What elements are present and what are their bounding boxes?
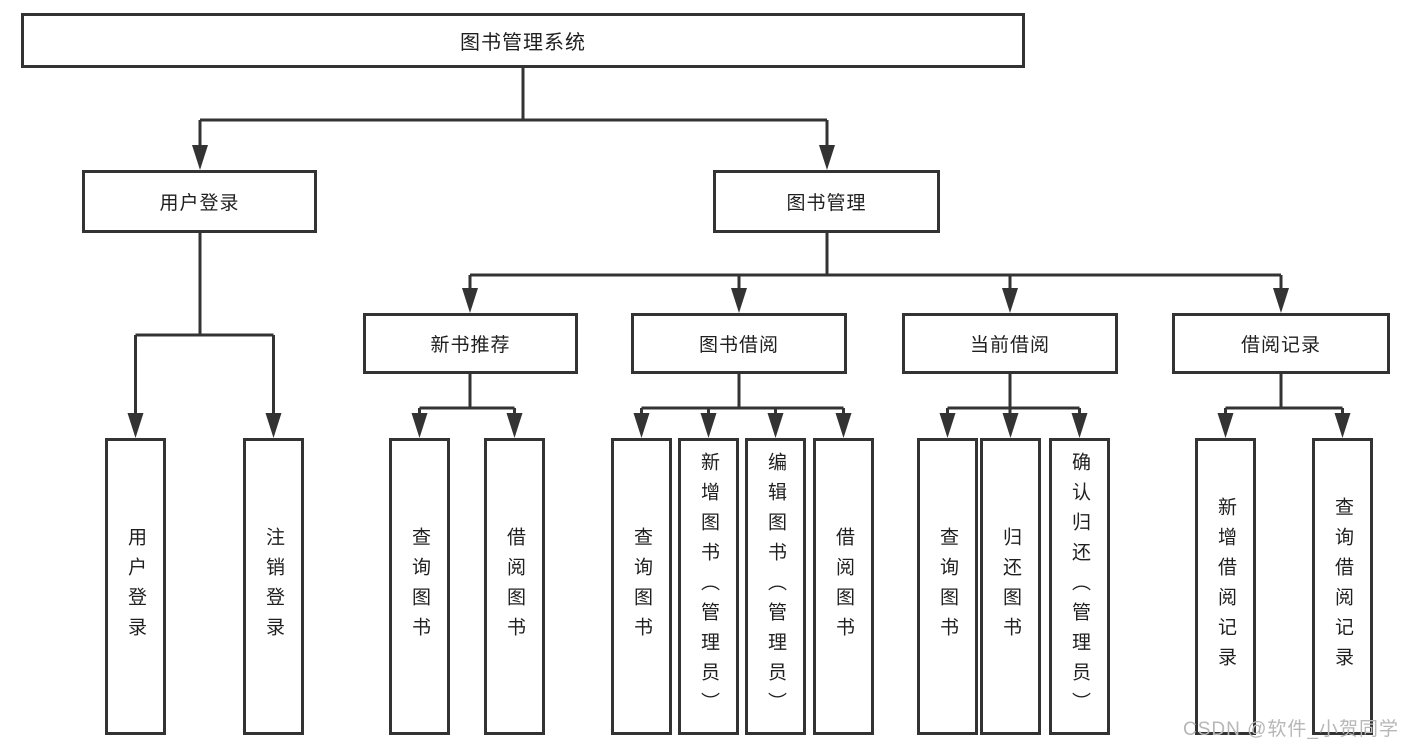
leaf-borrow-books: 借阅图书 [813, 438, 874, 735]
node-borrowing-records: 借阅记录 [1172, 313, 1390, 374]
node-label: 图书管理系统 [460, 32, 586, 54]
node-label: 图书管理 [786, 193, 867, 214]
leaf-query-borrow-record: 查询借阅记录 [1312, 438, 1373, 735]
node-new-book-recommendation: 新书推荐 [363, 313, 578, 374]
csdn-watermark: CSDN @软件_小贺同学 [1183, 719, 1399, 740]
node-label: 图书借阅 [698, 335, 779, 356]
node-label: 新书推荐 [430, 335, 511, 356]
leaf-query-books-current: 查询图书 [917, 438, 978, 735]
leaf-user-login: 用户登录 [105, 438, 166, 735]
leaf-label: 编辑图书（管理员） [765, 451, 786, 722]
leaf-query-books-borrowing: 查询图书 [611, 438, 672, 735]
leaf-label: 新增借阅记录 [1215, 496, 1236, 677]
leaf-label: 新增图书（管理员） [698, 451, 719, 722]
leaf-add-borrow-record: 新增借阅记录 [1195, 438, 1256, 735]
node-current-borrowing: 当前借阅 [902, 313, 1118, 374]
node-book-management: 图书管理 [713, 170, 940, 233]
leaf-label: 借阅图书 [504, 526, 525, 647]
leaf-borrow-books-recommend: 借阅图书 [484, 438, 545, 735]
leaf-label: 查询图书 [409, 526, 430, 647]
node-label: 借阅记录 [1240, 335, 1321, 356]
leaf-logout: 注销登录 [243, 438, 304, 735]
leaf-label: 查询图书 [631, 526, 652, 647]
node-book-borrowing: 图书借阅 [631, 313, 847, 374]
leaf-label: 查询图书 [937, 526, 958, 647]
leaf-return-books: 归还图书 [980, 438, 1041, 735]
node-label: 当前借阅 [969, 335, 1050, 356]
leaf-edit-books-admin: 编辑图书（管理员） [745, 438, 806, 735]
leaf-add-books-admin: 新增图书（管理员） [678, 438, 739, 735]
leaf-label: 借阅图书 [833, 526, 854, 647]
node-user-login: 用户登录 [82, 170, 317, 233]
leaf-confirm-return-admin: 确认归还（管理员） [1049, 438, 1110, 735]
arrowheads [127, 145, 1351, 438]
leaf-label: 注销登录 [263, 526, 284, 647]
leaf-query-books-recommend: 查询图书 [389, 438, 450, 735]
leaf-label: 确认归还（管理员） [1069, 451, 1090, 722]
leaf-label: 用户登录 [125, 526, 146, 647]
node-label: 用户登录 [159, 193, 240, 214]
leaf-label: 查询借阅记录 [1332, 496, 1353, 677]
leaf-label: 归还图书 [1000, 526, 1021, 647]
node-library-management-system: 图书管理系统 [21, 13, 1025, 68]
